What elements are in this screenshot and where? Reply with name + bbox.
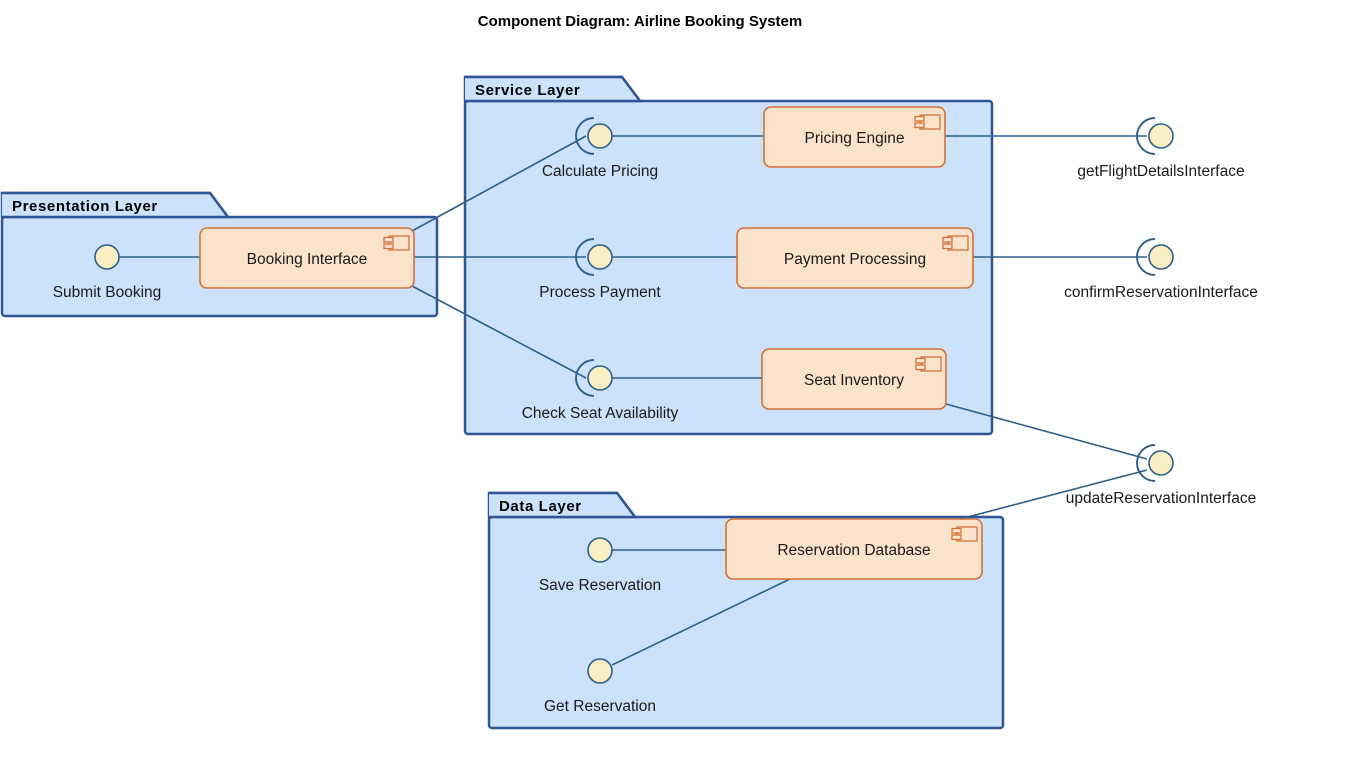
interface-ball[interactable] bbox=[587, 123, 613, 149]
component-label: Booking Interface bbox=[247, 251, 368, 268]
interface-save-reservation[interactable]: Save Reservation bbox=[539, 537, 661, 594]
component-icon-tab-bottom bbox=[951, 534, 962, 541]
connectors-group bbox=[119, 135, 1148, 666]
interface-ball[interactable] bbox=[587, 537, 613, 563]
component-box[interactable] bbox=[761, 348, 947, 410]
component-icon-body bbox=[947, 235, 969, 251]
component-label: Reservation Database bbox=[777, 542, 930, 559]
component-label: Pricing Engine bbox=[805, 130, 905, 147]
package-tab-outline bbox=[2, 191, 231, 219]
interface-socket-arc bbox=[1136, 238, 1156, 276]
component-icon-body bbox=[388, 235, 410, 251]
interface-label: getFlightDetailsInterface bbox=[1077, 163, 1244, 180]
interface-ball[interactable] bbox=[1148, 123, 1174, 149]
component-pricing-engine[interactable]: Pricing Engine bbox=[763, 106, 946, 168]
interface-ball[interactable] bbox=[587, 365, 613, 391]
package-tab-outline bbox=[465, 75, 643, 103]
component-icon-body bbox=[919, 114, 941, 130]
interface-label: updateReservationInterface bbox=[1066, 490, 1256, 507]
component-icon-tab-top bbox=[951, 527, 962, 534]
connector-booking-interface-to-check-seat bbox=[411, 285, 587, 379]
page-title: Component Diagram: Airline Booking Syste… bbox=[478, 13, 803, 30]
interface-ball[interactable] bbox=[587, 244, 613, 270]
interface-confirm-reservation-interface[interactable]: confirmReservationInterface bbox=[1064, 238, 1258, 301]
interface-socket-arc bbox=[575, 117, 595, 155]
interface-socket-arc bbox=[575, 359, 595, 397]
package-tab-outline bbox=[489, 491, 638, 519]
component-box[interactable] bbox=[763, 106, 946, 168]
interface-label: Save Reservation bbox=[539, 577, 661, 594]
component-icon-tab-bottom bbox=[383, 243, 394, 250]
component-reservation-database[interactable]: Reservation Database bbox=[725, 518, 983, 580]
interface-process-payment[interactable]: Process Payment bbox=[539, 238, 661, 301]
interface-check-seat-availability[interactable]: Check Seat Availability bbox=[522, 359, 679, 422]
interface-socket-arc bbox=[1136, 444, 1156, 482]
interface-ball[interactable] bbox=[1148, 450, 1174, 476]
component-icon-tab-bottom bbox=[914, 122, 925, 129]
component-icon-tab-top bbox=[942, 236, 953, 243]
interface-label: confirmReservationInterface bbox=[1064, 284, 1258, 301]
component-icon-tab-top bbox=[915, 357, 926, 364]
component-icon-tab-top bbox=[914, 115, 925, 122]
component-icon-body bbox=[920, 356, 942, 372]
component-box[interactable] bbox=[736, 227, 974, 289]
interface-get-reservation[interactable]: Get Reservation bbox=[544, 658, 656, 715]
interface-update-reservation-interface[interactable]: updateReservationInterface bbox=[1066, 444, 1256, 507]
interface-ball[interactable] bbox=[94, 244, 120, 270]
interface-ball[interactable] bbox=[587, 658, 613, 684]
interface-calculate-pricing[interactable]: Calculate Pricing bbox=[542, 117, 658, 180]
interface-ball[interactable] bbox=[1148, 244, 1174, 270]
interface-label: Calculate Pricing bbox=[542, 163, 658, 180]
component-box[interactable] bbox=[199, 227, 415, 289]
connector-booking-interface-to-calculate-pricing bbox=[411, 135, 587, 232]
interface-label: Submit Booking bbox=[53, 284, 162, 301]
package-label-data-layer: Data Layer bbox=[499, 498, 582, 515]
package-label-presentation-layer: Presentation Layer bbox=[12, 198, 158, 215]
interface-submit-booking[interactable]: Submit Booking bbox=[53, 244, 162, 301]
component-label: Seat Inventory bbox=[804, 372, 904, 389]
component-icon-tab-bottom bbox=[942, 243, 953, 250]
component-icon-tab-top bbox=[383, 236, 394, 243]
component-seat-inventory[interactable]: Seat Inventory bbox=[761, 348, 947, 410]
component-icon-body bbox=[956, 526, 978, 542]
component-icon-tab-bottom bbox=[915, 364, 926, 371]
interface-label: Get Reservation bbox=[544, 698, 656, 715]
connector-get-reservation-to-reservation-database bbox=[611, 578, 791, 666]
interface-get-flight-details-interface[interactable]: getFlightDetailsInterface bbox=[1077, 117, 1245, 180]
interface-socket-arc bbox=[575, 238, 595, 276]
interface-label: Check Seat Availability bbox=[522, 405, 679, 422]
interface-label: Process Payment bbox=[539, 284, 661, 301]
component-label: Payment Processing bbox=[784, 251, 926, 268]
connector-seat-inventory-to-update-reservation bbox=[945, 403, 1148, 460]
interface-socket-arc bbox=[1136, 117, 1156, 155]
component-payment-processing[interactable]: Payment Processing bbox=[736, 227, 974, 289]
component-booking-interface[interactable]: Booking Interface bbox=[199, 227, 415, 289]
component-box[interactable] bbox=[725, 518, 983, 580]
connector-reservation-database-to-update-reservation bbox=[959, 469, 1148, 520]
package-label-service-layer: Service Layer bbox=[475, 82, 580, 99]
